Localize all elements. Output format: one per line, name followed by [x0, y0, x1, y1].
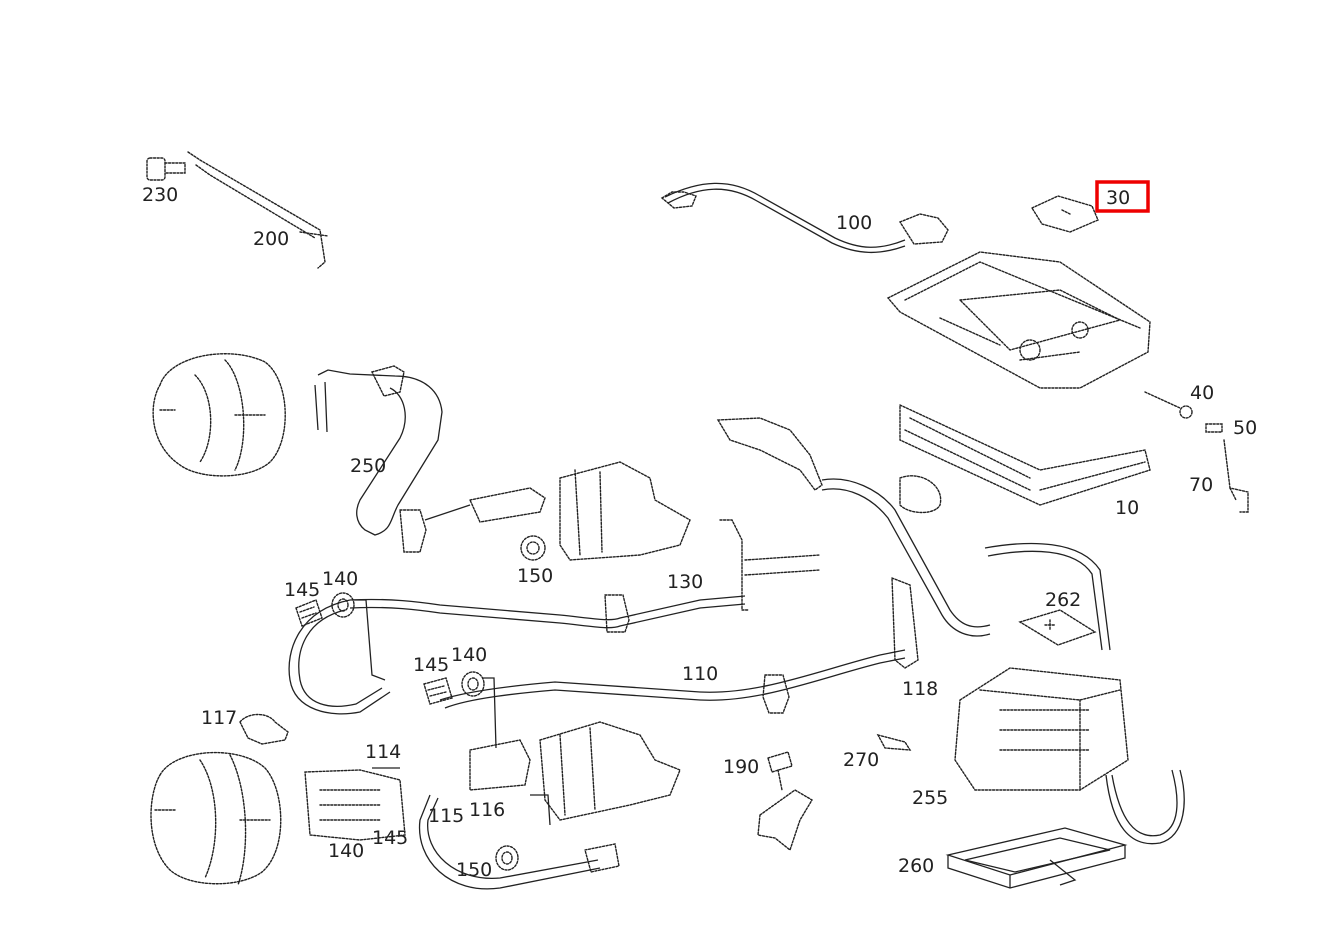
label-70[interactable]: 70: [1189, 474, 1213, 496]
alternator-lower: [150, 751, 282, 886]
label-145-upper[interactable]: 145: [284, 579, 320, 601]
starter-upper: [468, 461, 691, 561]
label-150-lower[interactable]: 150: [456, 859, 492, 881]
grommet-140-middle[interactable]: [461, 671, 497, 749]
connector-block-114[interactable]: [304, 767, 406, 841]
cable-100[interactable]: [660, 182, 949, 254]
cable-118[interactable]: [716, 417, 991, 669]
label-30[interactable]: 30: [1106, 187, 1130, 209]
label-140-upper[interactable]: 140: [322, 568, 358, 590]
label-140-lower[interactable]: 140: [328, 840, 364, 862]
bracket-200[interactable]: [187, 151, 329, 269]
hose-250[interactable]: [314, 365, 471, 553]
label-270[interactable]: 270: [843, 749, 879, 771]
loop-left: [288, 599, 391, 715]
label-10[interactable]: 10: [1115, 497, 1139, 519]
screw-50[interactable]: [1205, 423, 1223, 433]
label-130[interactable]: 130: [667, 571, 703, 593]
battery-10[interactable]: [886, 251, 1151, 506]
clamp-70[interactable]: [1223, 439, 1249, 513]
highlight-box: [1095, 180, 1150, 213]
label-115[interactable]: 115: [428, 805, 464, 827]
cover-262[interactable]: [1018, 609, 1097, 646]
cable-110[interactable]: [439, 649, 906, 714]
fuse-box-255[interactable]: [954, 667, 1129, 791]
hose-lower: [418, 794, 620, 890]
bolt-230[interactable]: [146, 157, 186, 181]
label-145-lower[interactable]: 145: [372, 827, 408, 849]
label-145-middle[interactable]: 145: [413, 654, 449, 676]
clip-270[interactable]: [876, 733, 912, 751]
label-262[interactable]: 262: [1045, 589, 1081, 611]
label-150-upper[interactable]: 150: [517, 565, 553, 587]
label-255[interactable]: 255: [912, 787, 948, 809]
clip-117[interactable]: [239, 713, 289, 745]
label-200[interactable]: 200: [253, 228, 289, 250]
terminal-cap-30[interactable]: [1030, 195, 1099, 233]
cable-130[interactable]: [349, 519, 821, 633]
label-230[interactable]: 230: [142, 184, 178, 206]
grommet-140-upper[interactable]: [331, 592, 386, 681]
label-116[interactable]: 116: [469, 799, 505, 821]
label-114[interactable]: 114: [365, 741, 401, 763]
label-190[interactable]: 190: [723, 756, 759, 778]
nut-150-upper[interactable]: [520, 535, 546, 561]
connector-145-middle[interactable]: [423, 677, 453, 705]
label-40[interactable]: 40: [1190, 382, 1214, 404]
label-250[interactable]: 250: [350, 455, 386, 477]
label-118[interactable]: 118: [902, 678, 938, 700]
label-140-middle[interactable]: 140: [451, 644, 487, 666]
label-260[interactable]: 260: [898, 855, 934, 877]
connector-145-upper[interactable]: [295, 599, 323, 627]
nut-40[interactable]: [1144, 391, 1193, 419]
tray-260[interactable]: [945, 827, 1128, 889]
nut-150-lower[interactable]: [495, 845, 519, 871]
starter-lower: [469, 721, 681, 821]
bolt-190[interactable]: [757, 751, 813, 852]
label-50[interactable]: 50: [1233, 417, 1257, 439]
alternator-upper: [152, 353, 286, 477]
label-110[interactable]: 110: [682, 663, 718, 685]
label-100[interactable]: 100: [836, 212, 872, 234]
cable-255-loop: [984, 542, 1185, 845]
label-117[interactable]: 117: [201, 707, 237, 729]
